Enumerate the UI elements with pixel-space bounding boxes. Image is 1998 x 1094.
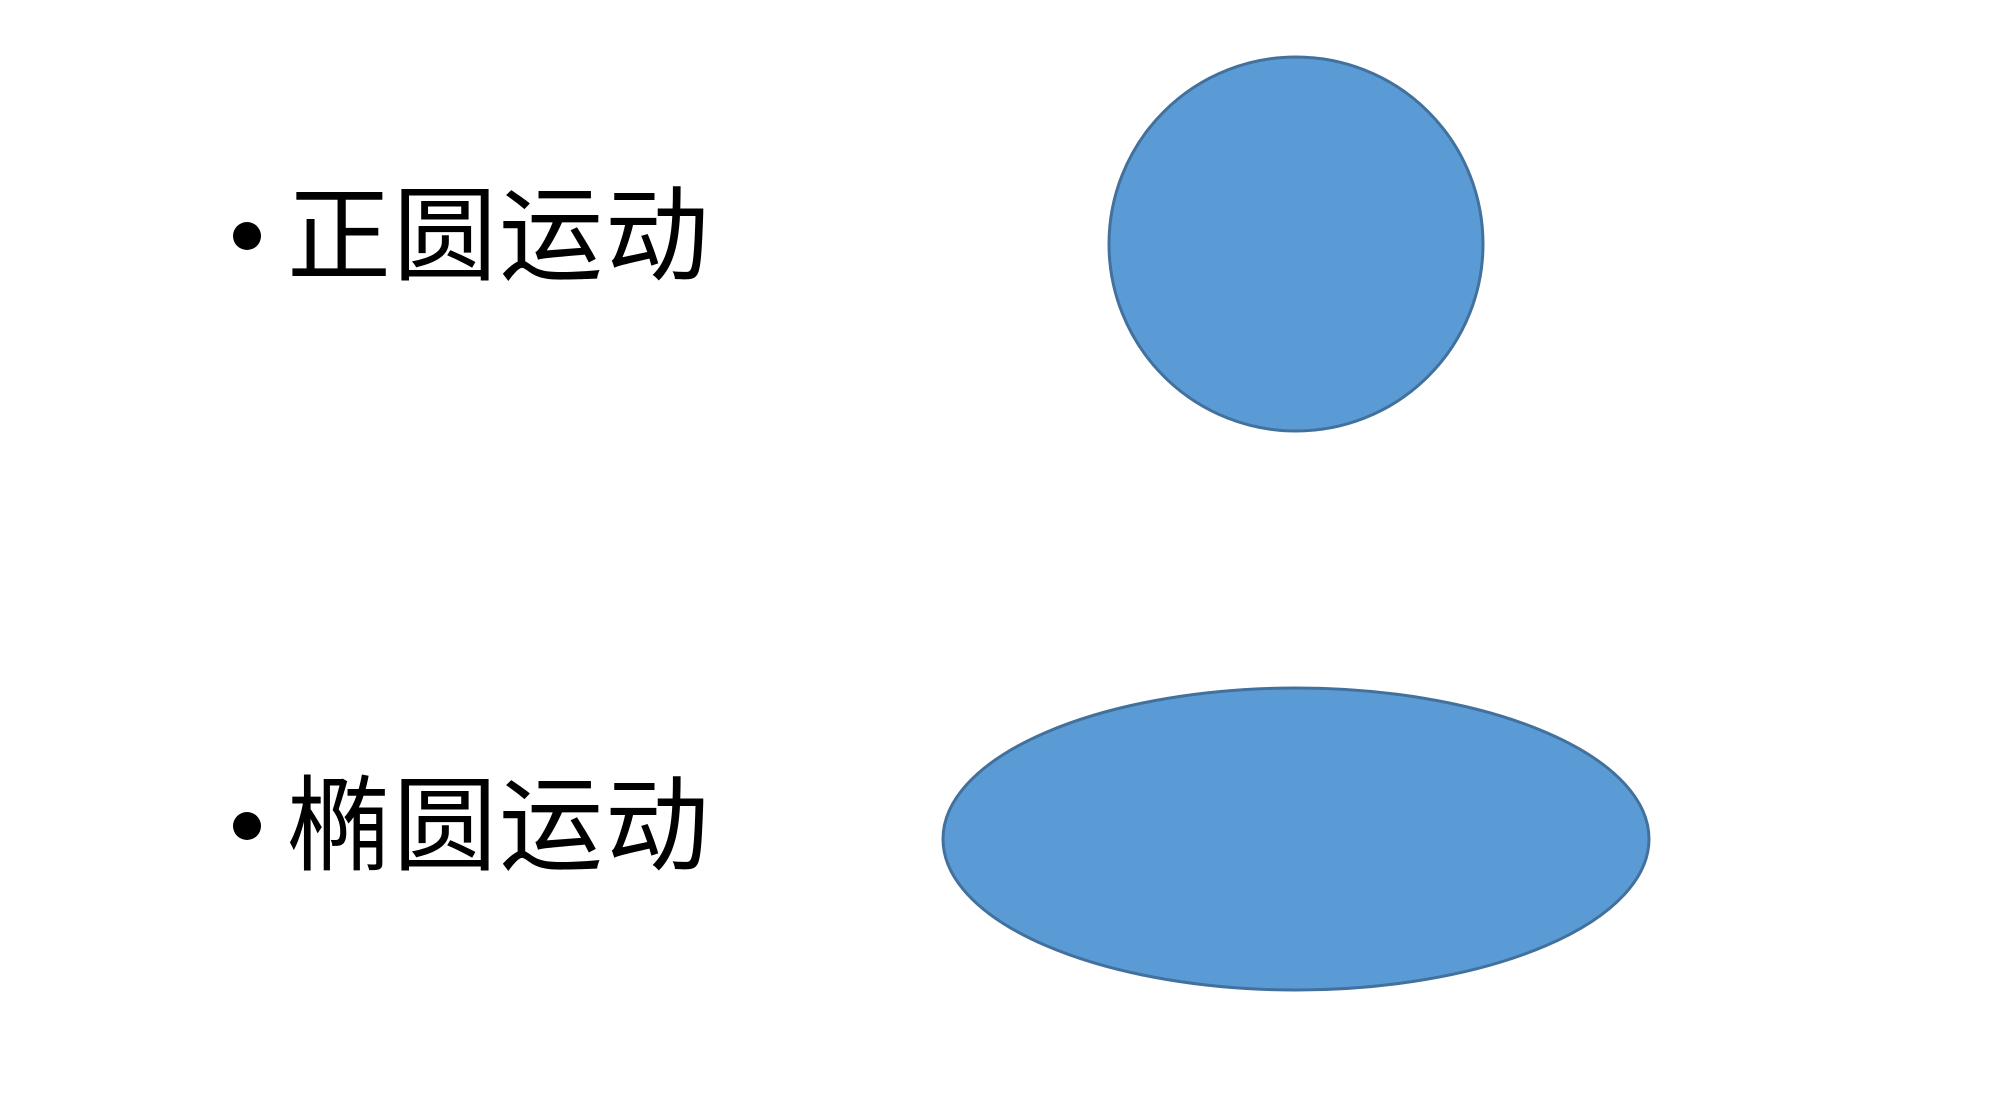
bullet-text: 椭圆运动 bbox=[287, 765, 712, 887]
bullet-item-elliptical-motion: 椭圆运动 bbox=[233, 766, 711, 886]
circle-shape-icon[interactable] bbox=[1107, 55, 1485, 433]
bullet-dot-icon bbox=[233, 812, 261, 840]
bullet-dot-icon bbox=[233, 222, 261, 250]
bullet-text: 正圆运动 bbox=[287, 175, 712, 297]
ellipse-shape-icon[interactable] bbox=[941, 686, 1651, 992]
bullet-item-circular-motion: 正圆运动 bbox=[233, 176, 711, 296]
